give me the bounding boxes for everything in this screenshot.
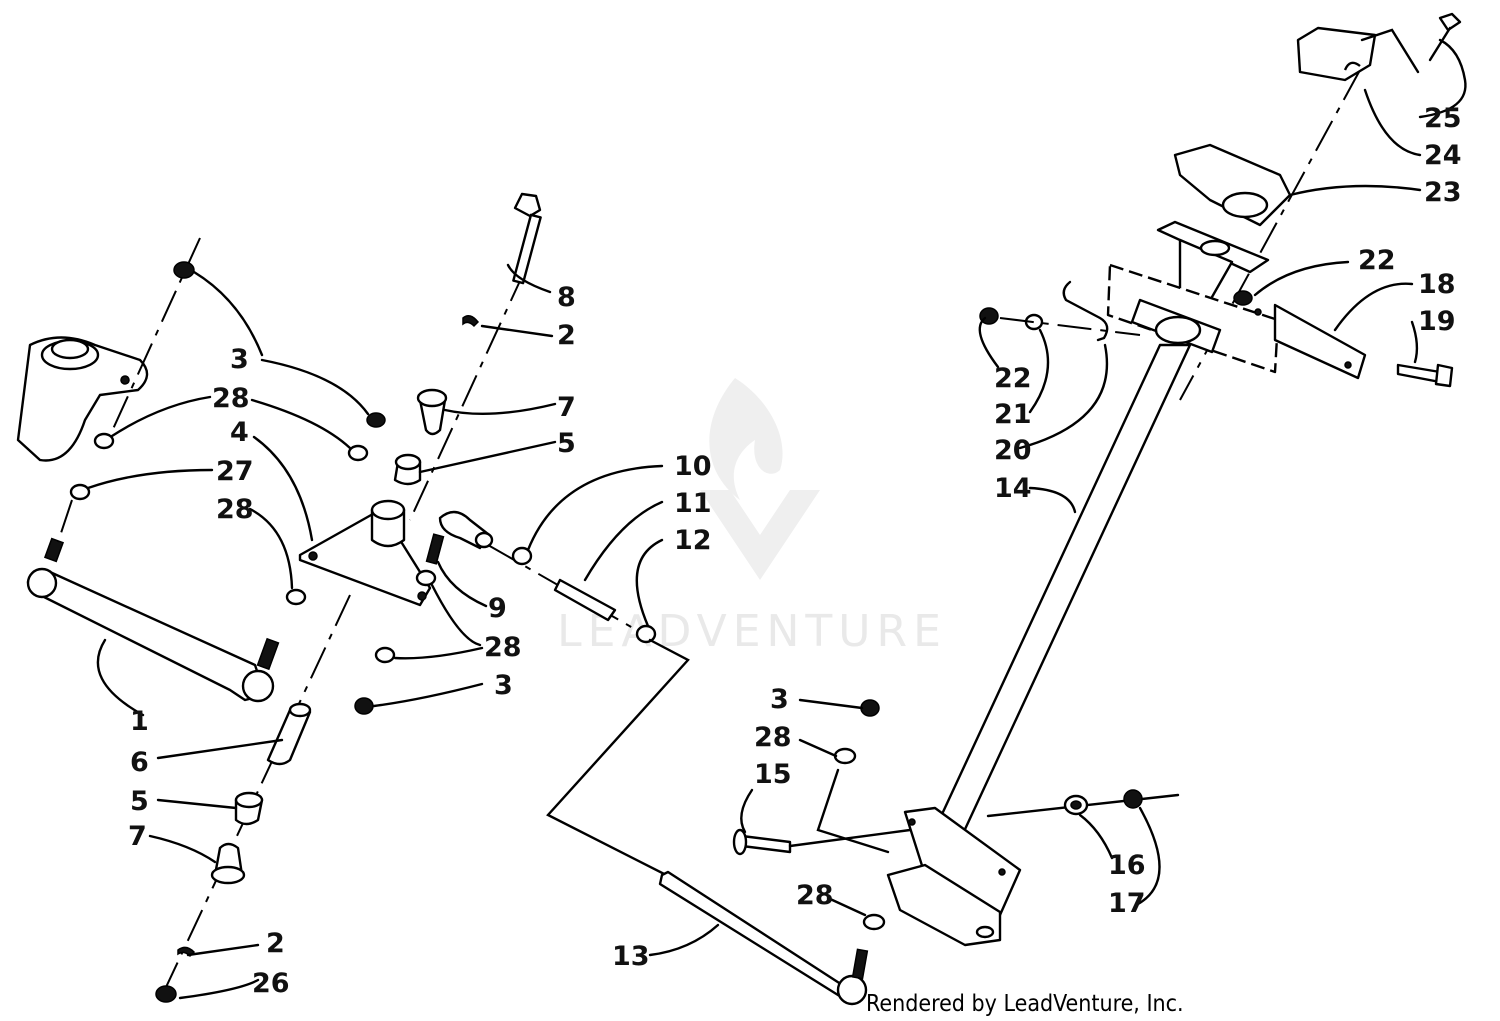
callout-5-top: 5 bbox=[557, 428, 576, 459]
bushing-7a bbox=[418, 398, 447, 436]
callout-labels: 1 6 5 7 2 26 3 28 4 27 28 8 2 7 5 10 11 … bbox=[128, 103, 1462, 999]
washer-28b bbox=[285, 588, 307, 606]
washer-28c bbox=[347, 444, 369, 462]
nut-3a bbox=[173, 261, 195, 279]
nut-10 bbox=[511, 546, 533, 566]
clip-20 bbox=[1062, 280, 1109, 342]
callout-26: 26 bbox=[252, 968, 290, 999]
nut-12 bbox=[635, 624, 657, 644]
callout-2-lower: 2 bbox=[266, 928, 285, 959]
callout-17: 17 bbox=[1108, 888, 1146, 919]
leadventure-watermark: LEADVENTURE bbox=[557, 378, 947, 657]
steering-column-group bbox=[732, 12, 1462, 947]
leader-lines bbox=[86, 38, 1467, 1000]
handlebar-clamp-24 bbox=[1296, 26, 1377, 82]
adjuster-11 bbox=[553, 578, 617, 622]
washer-28d bbox=[415, 569, 437, 587]
bolt-25 bbox=[1438, 12, 1462, 32]
callout-21: 21 bbox=[994, 399, 1032, 430]
callout-28-center: 28 bbox=[484, 632, 522, 663]
lockwasher-2a bbox=[462, 315, 480, 328]
callout-20: 20 bbox=[994, 435, 1032, 466]
washer-28g bbox=[833, 747, 857, 765]
nut-3b bbox=[366, 412, 386, 428]
bolt-19 bbox=[1396, 363, 1442, 384]
nut-22a bbox=[1233, 290, 1253, 306]
callout-1: 1 bbox=[130, 706, 149, 737]
washer-27 bbox=[69, 483, 91, 501]
callout-13: 13 bbox=[612, 941, 650, 972]
callout-12: 12 bbox=[674, 525, 712, 556]
tie-rod-13-group bbox=[658, 870, 886, 1006]
callout-11: 11 bbox=[674, 488, 712, 519]
watermark-text: LEADVENTURE bbox=[557, 606, 947, 657]
steering-column-14 bbox=[928, 343, 1192, 842]
callout-22-side: 22 bbox=[994, 363, 1032, 394]
callout-8: 8 bbox=[557, 282, 576, 313]
bolt-8 bbox=[513, 192, 542, 218]
washer-28f bbox=[862, 913, 886, 931]
callout-7-top: 7 bbox=[557, 392, 576, 423]
callout-28-right: 28 bbox=[754, 722, 792, 753]
callout-24: 24 bbox=[1424, 140, 1462, 171]
left-spindle-group bbox=[16, 192, 690, 1003]
callout-28-bottom: 28 bbox=[796, 880, 834, 911]
callout-10: 10 bbox=[674, 451, 712, 482]
callout-25: 25 bbox=[1424, 103, 1462, 134]
column-bracket-18 bbox=[1106, 263, 1280, 374]
tie-rod-1 bbox=[26, 570, 267, 702]
credit-text: Rendered by LeadVenture, Inc. bbox=[866, 991, 1184, 1017]
washer-28a bbox=[93, 432, 115, 450]
callout-23: 23 bbox=[1424, 177, 1462, 208]
callout-6: 6 bbox=[130, 747, 149, 778]
column-support-bracket bbox=[903, 806, 1022, 917]
callout-18: 18 bbox=[1418, 269, 1456, 300]
nut-17 bbox=[1123, 789, 1143, 809]
nut-3c bbox=[354, 697, 374, 715]
callout-4: 4 bbox=[230, 417, 249, 448]
spacer-6 bbox=[266, 708, 312, 766]
nut-3d bbox=[860, 699, 880, 717]
pitman-arm-4 bbox=[298, 508, 432, 607]
callout-27: 27 bbox=[216, 456, 254, 487]
callout-2-top: 2 bbox=[557, 320, 576, 351]
callout-9: 9 bbox=[488, 593, 507, 624]
callout-5-lower: 5 bbox=[130, 786, 149, 817]
washer-28e bbox=[374, 646, 396, 664]
callout-14: 14 bbox=[994, 473, 1032, 504]
callout-28-top-left: 28 bbox=[212, 383, 250, 414]
callout-3-center: 3 bbox=[494, 670, 513, 701]
steering-arm bbox=[16, 336, 149, 462]
nut-26 bbox=[155, 985, 177, 1003]
callout-15: 15 bbox=[754, 759, 792, 790]
callout-3-top-left: 3 bbox=[230, 344, 249, 375]
callout-3-right: 3 bbox=[770, 684, 789, 715]
bolt-15 bbox=[740, 834, 792, 854]
callout-16: 16 bbox=[1108, 850, 1146, 881]
callout-28-mid-left: 28 bbox=[216, 494, 254, 525]
callout-19: 19 bbox=[1418, 306, 1456, 337]
callout-22-top: 22 bbox=[1358, 245, 1396, 276]
callout-7-lower: 7 bbox=[128, 821, 147, 852]
